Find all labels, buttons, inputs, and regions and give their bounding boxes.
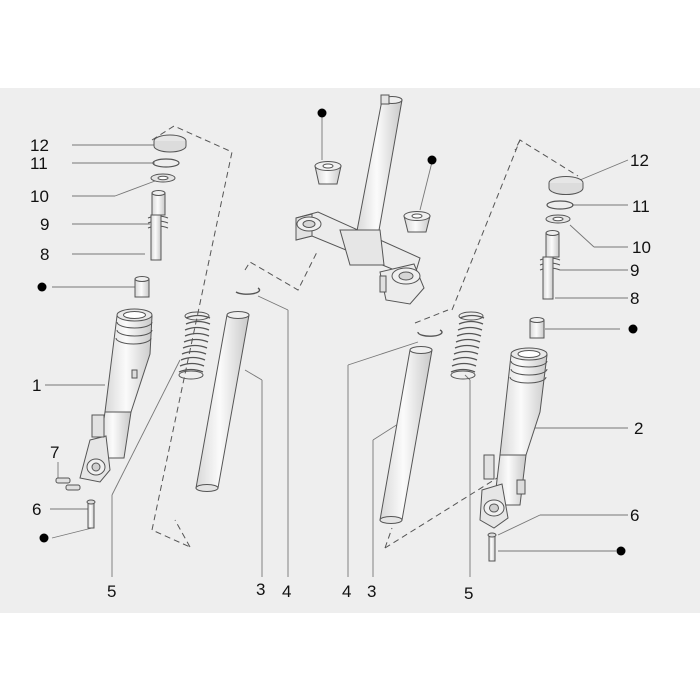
bullet-marker (39, 533, 49, 543)
bullet-marker (427, 155, 437, 165)
callout-1: 1 (32, 376, 41, 395)
bullet-marker (616, 546, 626, 556)
callout-11-right: 11 (632, 197, 650, 216)
callout-12-left: 12 (30, 136, 49, 155)
callout-9-left: 9 (40, 215, 49, 234)
callout-3-left: 3 (256, 580, 265, 599)
callout-8-right: 8 (630, 289, 639, 308)
callout-9-right: 9 (630, 261, 639, 280)
callout-5-left: 5 (107, 582, 116, 601)
bullet-marker (317, 108, 327, 118)
callout-7: 7 (50, 443, 59, 462)
callout-10-right: 10 (632, 238, 651, 257)
callout-4-left: 4 (282, 582, 291, 601)
callout-3-right: 3 (367, 582, 376, 601)
steering-stem (295, 94, 431, 305)
callout-11-left: 11 (30, 154, 48, 173)
left-fork-leg (55, 134, 187, 529)
bullet-marker (37, 282, 47, 292)
left-spring-and-tube (178, 287, 261, 492)
callout-5-right: 5 (464, 584, 473, 603)
callout-labels: 12 11 10 9 8 1 7 6 5 3 4 4 3 5 12 11 10 … (30, 136, 651, 603)
bullet-markers (37, 108, 638, 556)
callout-8-left: 8 (40, 245, 49, 264)
right-fork-leg (479, 176, 584, 562)
callout-12-right: 12 (630, 151, 649, 170)
callout-4-right: 4 (342, 582, 351, 601)
callout-6-left: 6 (32, 500, 41, 519)
callout-2: 2 (634, 419, 643, 438)
callout-6-right: 6 (630, 506, 639, 525)
callout-10-left: 10 (30, 187, 49, 206)
bullet-marker (628, 324, 638, 334)
leader-lines (45, 115, 629, 577)
right-spring-and-tube (379, 311, 485, 524)
